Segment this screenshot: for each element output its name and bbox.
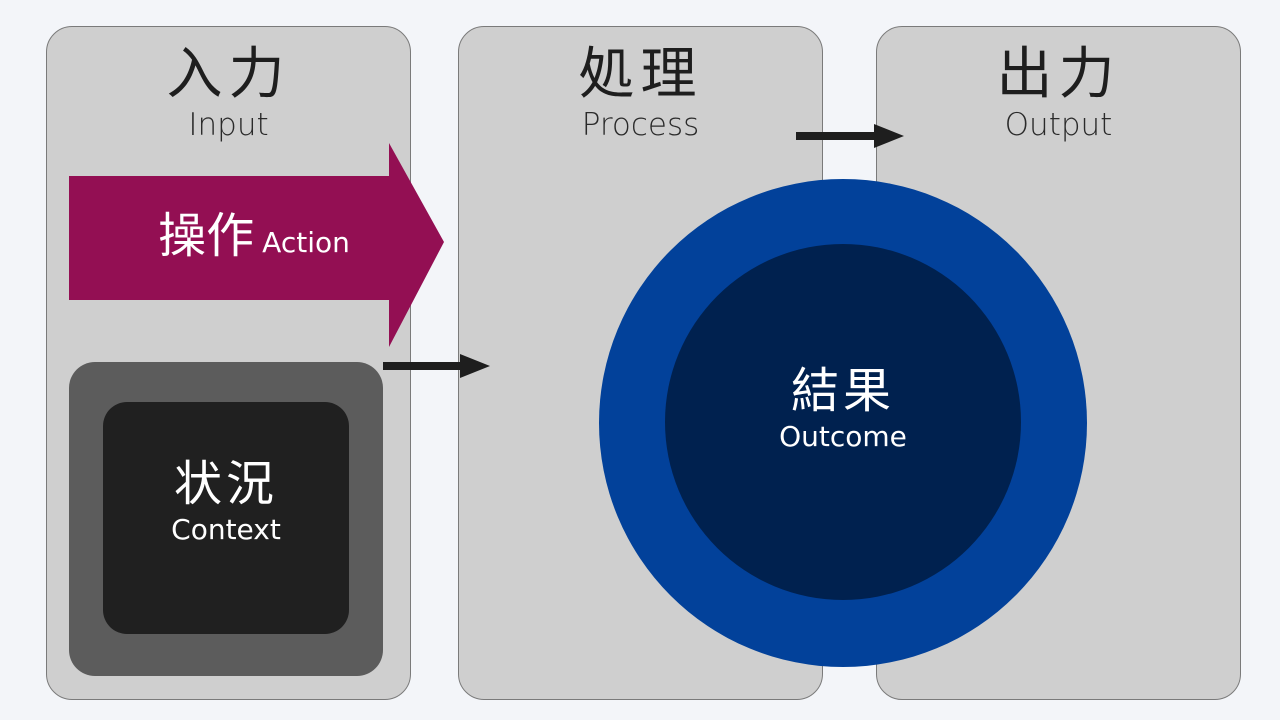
process-title: 処理 Process bbox=[459, 27, 822, 144]
input-title: 入力 Input bbox=[47, 27, 410, 144]
action-arrow bbox=[69, 143, 444, 347]
outcome-label: 結果 Outcome bbox=[665, 362, 1021, 454]
outcome-label-jp: 結果 bbox=[790, 363, 895, 419]
input-title-en: Input bbox=[188, 107, 269, 143]
input-title-jp: 入力 bbox=[166, 42, 291, 107]
context-label-en: Context bbox=[171, 513, 281, 546]
outcome-inner-circle bbox=[665, 244, 1021, 600]
arrow-right-icon bbox=[796, 124, 904, 148]
action-label-jp: 操作 bbox=[158, 208, 255, 264]
outcome-label-en: Outcome bbox=[779, 420, 907, 453]
context-label: 状況 Context bbox=[103, 455, 349, 547]
process-title-en: Process bbox=[581, 107, 700, 143]
output-title-en: Output bbox=[1004, 107, 1113, 143]
output-title-jp: 出力 bbox=[996, 42, 1121, 107]
output-title: 出力 Output bbox=[877, 27, 1240, 144]
action-label-en: Action bbox=[262, 226, 350, 259]
context-label-jp: 状況 bbox=[173, 456, 278, 512]
context-inner-box bbox=[103, 402, 349, 634]
process-title-jp: 処理 bbox=[578, 42, 703, 107]
arrow-right-icon bbox=[383, 354, 490, 378]
